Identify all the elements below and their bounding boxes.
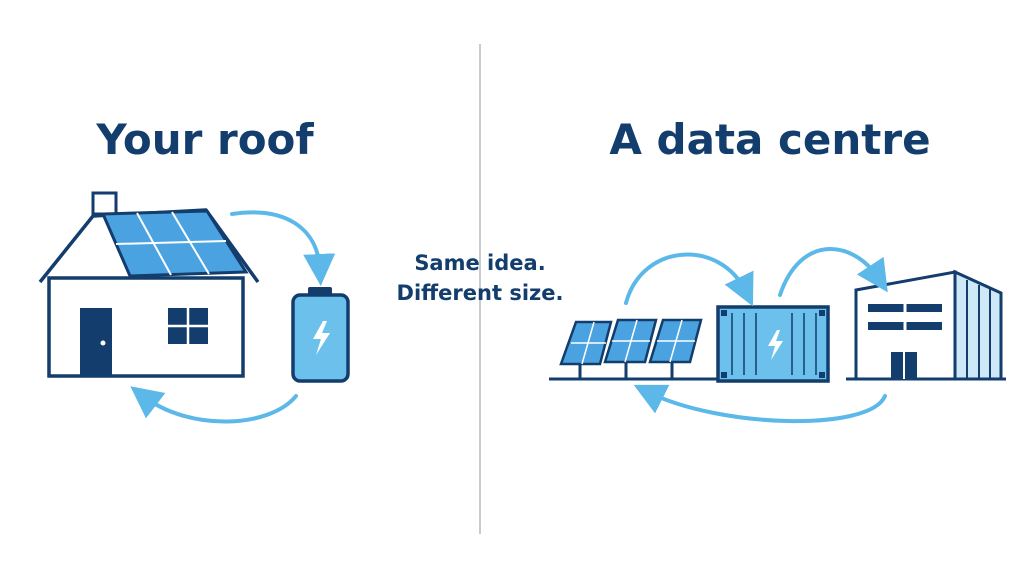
data-centre-building-icon (846, 269, 1006, 381)
flow-arrow-icon (130, 386, 298, 424)
window-icon (168, 308, 208, 344)
lightning-icon (768, 330, 783, 360)
left-title: Your roof (96, 115, 314, 164)
house-icon (38, 191, 260, 378)
lightning-icon (313, 321, 330, 355)
center-caption: Same idea. Different size. (380, 248, 580, 308)
flow-arrow-icon (778, 246, 888, 297)
flow-arrow-icon (624, 252, 754, 307)
right-title: A data centre (609, 115, 931, 164)
flow-arrow-icon (633, 384, 887, 424)
battery-icon (291, 287, 350, 383)
door-icon (80, 308, 112, 376)
battery-container-icon (716, 305, 830, 383)
flow-arrow-icon (230, 210, 336, 286)
caption-line-2: Different size. (396, 281, 564, 305)
caption-line-1: Same idea. (414, 251, 546, 275)
solar-panel-icon (100, 209, 249, 278)
center-divider (479, 44, 481, 534)
solar-array-icon (549, 318, 717, 381)
